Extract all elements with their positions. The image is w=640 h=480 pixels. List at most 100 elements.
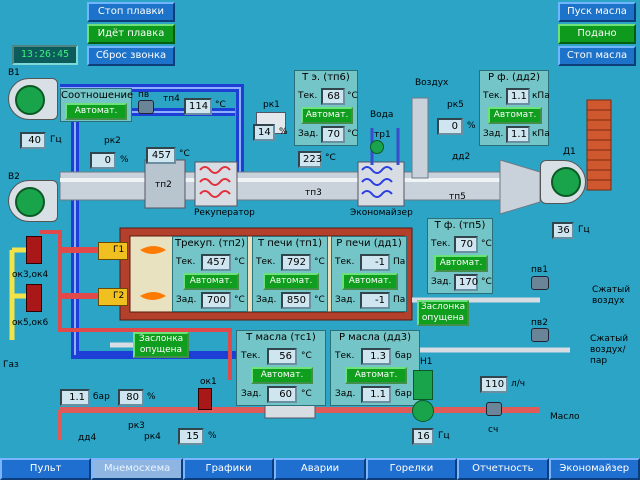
poil-cur-label: Тек. xyxy=(335,351,355,361)
tf-set-value[interactable]: 170 xyxy=(454,274,478,291)
tp3-label: тп3 xyxy=(305,188,322,198)
tf-cur-label: Тек. xyxy=(431,239,451,249)
te-set-label: Зад. xyxy=(298,129,319,139)
ok1-label: ок1 xyxy=(200,377,217,387)
valve-ok5-ok6-icon[interactable] xyxy=(26,284,42,312)
tf-mode-button[interactable]: Автомат. xyxy=(434,255,488,272)
toil-mode-button[interactable]: Автомат. xyxy=(251,367,313,384)
burner-g2-icon[interactable]: Г2 xyxy=(98,288,128,306)
flow-value[interactable]: 110 xyxy=(480,376,508,393)
valve-ok3-ok4-icon[interactable] xyxy=(26,236,42,264)
flow-meter-icon[interactable] xyxy=(486,402,502,416)
rk1-label: рк1 xyxy=(263,100,280,110)
nav-charts[interactable]: Графики xyxy=(182,458,275,480)
poil-cur-value[interactable]: 1.3 xyxy=(361,348,391,365)
recuperator-label: Рекуператор xyxy=(194,208,255,218)
nav-console[interactable]: Пульт xyxy=(0,458,92,480)
fan-d1-freq[interactable]: 36 xyxy=(552,222,574,239)
ratio-mode-button[interactable]: Автомат. xyxy=(65,103,127,120)
pfurn-panel: Р печи (дд1) Тек. -1 Па Автомат. Зад. -1… xyxy=(331,236,407,312)
nav-economizer[interactable]: Экономайзер xyxy=(548,458,640,480)
pump-h1-freq[interactable]: 16 xyxy=(412,428,434,445)
tp2-duct-value[interactable]: 457 xyxy=(146,147,176,164)
poil-set-label: Зад. xyxy=(335,389,356,399)
nav-burners[interactable]: Горелки xyxy=(365,458,458,480)
nav-mnemoscheme[interactable]: Мнемосхема xyxy=(91,458,183,480)
damper-lowered-status-1[interactable]: Заслонка опущена xyxy=(133,332,189,358)
pf-mode-button[interactable]: Автомат. xyxy=(488,107,542,124)
pf-cur-label: Тек. xyxy=(483,91,503,101)
melt-running-button[interactable]: Идёт плавка xyxy=(87,24,175,44)
fan-d1-label: Д1 xyxy=(563,147,576,157)
pfurn-set-value[interactable]: -1 xyxy=(360,292,390,309)
rk5-value[interactable]: 0 xyxy=(437,118,463,135)
nav-alarms[interactable]: Аварии xyxy=(274,458,366,480)
oil-stop-button[interactable]: Стоп масла xyxy=(558,46,636,66)
oil-supplied-status[interactable]: Подано xyxy=(558,24,636,44)
fan-d1-icon[interactable] xyxy=(540,160,586,204)
rk5-unit: % xyxy=(467,121,476,131)
poil-set-value[interactable]: 1.1 xyxy=(361,386,391,403)
tf-set-unit: °C xyxy=(481,277,492,287)
fan-b1-label: В1 xyxy=(8,68,20,78)
toil-cur-label: Тек. xyxy=(241,351,261,361)
tf-cur-value[interactable]: 70 xyxy=(454,236,478,253)
tp3-value[interactable]: 223 xyxy=(298,151,322,168)
pf-set-value[interactable]: 1.1 xyxy=(506,126,530,143)
stop-melt-button[interactable]: Стоп плавки xyxy=(87,2,175,22)
poil-set-unit: бар xyxy=(395,389,412,399)
tfurn-cur-value[interactable]: 792 xyxy=(281,254,311,271)
fan-b1-freq[interactable]: 40 xyxy=(20,132,46,149)
te-mode-button[interactable]: Автомат. xyxy=(301,107,353,124)
trecup-cur-value[interactable]: 457 xyxy=(201,254,231,271)
te-cur-label: Тек. xyxy=(298,91,318,101)
rk3-value[interactable]: 80 xyxy=(118,389,144,406)
fan-b2-label: В2 xyxy=(8,172,20,182)
rk2-value[interactable]: 0 xyxy=(90,152,116,169)
pf-set-label: Зад. xyxy=(483,129,504,139)
trecup-title: Трекуп. (тп2) xyxy=(175,238,245,249)
oil-label: Масло xyxy=(550,412,580,422)
trecup-set-value[interactable]: 700 xyxy=(201,292,231,309)
trecup-set-unit: °C xyxy=(234,295,245,305)
oil-start-button[interactable]: Пуск масла xyxy=(558,2,636,22)
pfurn-mode-button[interactable]: Автомат. xyxy=(342,273,398,290)
poil-mode-button[interactable]: Автомат. xyxy=(345,367,407,384)
tp5-label: тп5 xyxy=(449,192,466,202)
pv-sensor-icon[interactable] xyxy=(138,100,154,114)
burner-g1-icon[interactable]: Г1 xyxy=(98,242,128,260)
te-cur-value[interactable]: 68 xyxy=(321,88,345,105)
te-set-value[interactable]: 70 xyxy=(321,126,345,143)
rk1-value[interactable]: 14 xyxy=(253,124,275,141)
tfurn-set-value[interactable]: 850 xyxy=(281,292,311,309)
reset-bell-button[interactable]: Сброс звонка xyxy=(87,46,175,66)
pfurn-cur-value[interactable]: -1 xyxy=(360,254,390,271)
economizer-label: Экономайзер xyxy=(350,208,413,218)
tfurn-mode-button[interactable]: Автомат. xyxy=(263,273,319,290)
damper-lowered-status-2[interactable]: Заслонка опущена xyxy=(417,300,469,326)
rk4-value[interactable]: 15 xyxy=(178,428,204,445)
pf-cur-value[interactable]: 1.1 xyxy=(506,88,530,105)
tp4-value[interactable]: 114 xyxy=(184,98,212,115)
fan-b1-icon[interactable] xyxy=(8,78,58,120)
pump-h1-freq-unit: Гц xyxy=(438,431,450,441)
tfurn-panel: Т печи (тп1) Тек. 792 °C Автомат. Зад. 8… xyxy=(252,236,328,312)
pv1-sensor-icon[interactable] xyxy=(531,276,549,290)
toil-cur-value[interactable]: 56 xyxy=(267,348,297,365)
tf-panel: Т ф. (тп5) Тек. 70 °C Автомат. Зад. 170 … xyxy=(427,218,493,294)
tf-title: Т ф. (тп5) xyxy=(434,220,486,231)
poil-title: Р масла (дд3) xyxy=(338,332,412,343)
fan-b2-icon[interactable] xyxy=(8,180,58,222)
pump-h1-icon[interactable] xyxy=(412,400,434,422)
trecup-mode-button[interactable]: Автомат. xyxy=(183,273,239,290)
toil-set-value[interactable]: 60 xyxy=(267,386,297,403)
pump-h1-motor-icon[interactable] xyxy=(413,370,433,400)
valve-ok1-icon[interactable] xyxy=(198,388,212,410)
pv2-sensor-icon[interactable] xyxy=(531,328,549,342)
poil-panel: Р масла (дд3) Тек. 1.3 бар Автомат. Зад.… xyxy=(330,330,420,406)
nav-reports[interactable]: Отчетность xyxy=(457,458,549,480)
pf-panel: Р ф. (дд2) Тек. 1.1 кПа Автомат. Зад. 1.… xyxy=(479,70,550,146)
tr1-flow-icon[interactable] xyxy=(370,140,384,154)
dd4-value[interactable]: 1.1 xyxy=(60,389,90,406)
rk4-label: рк4 xyxy=(144,432,161,442)
